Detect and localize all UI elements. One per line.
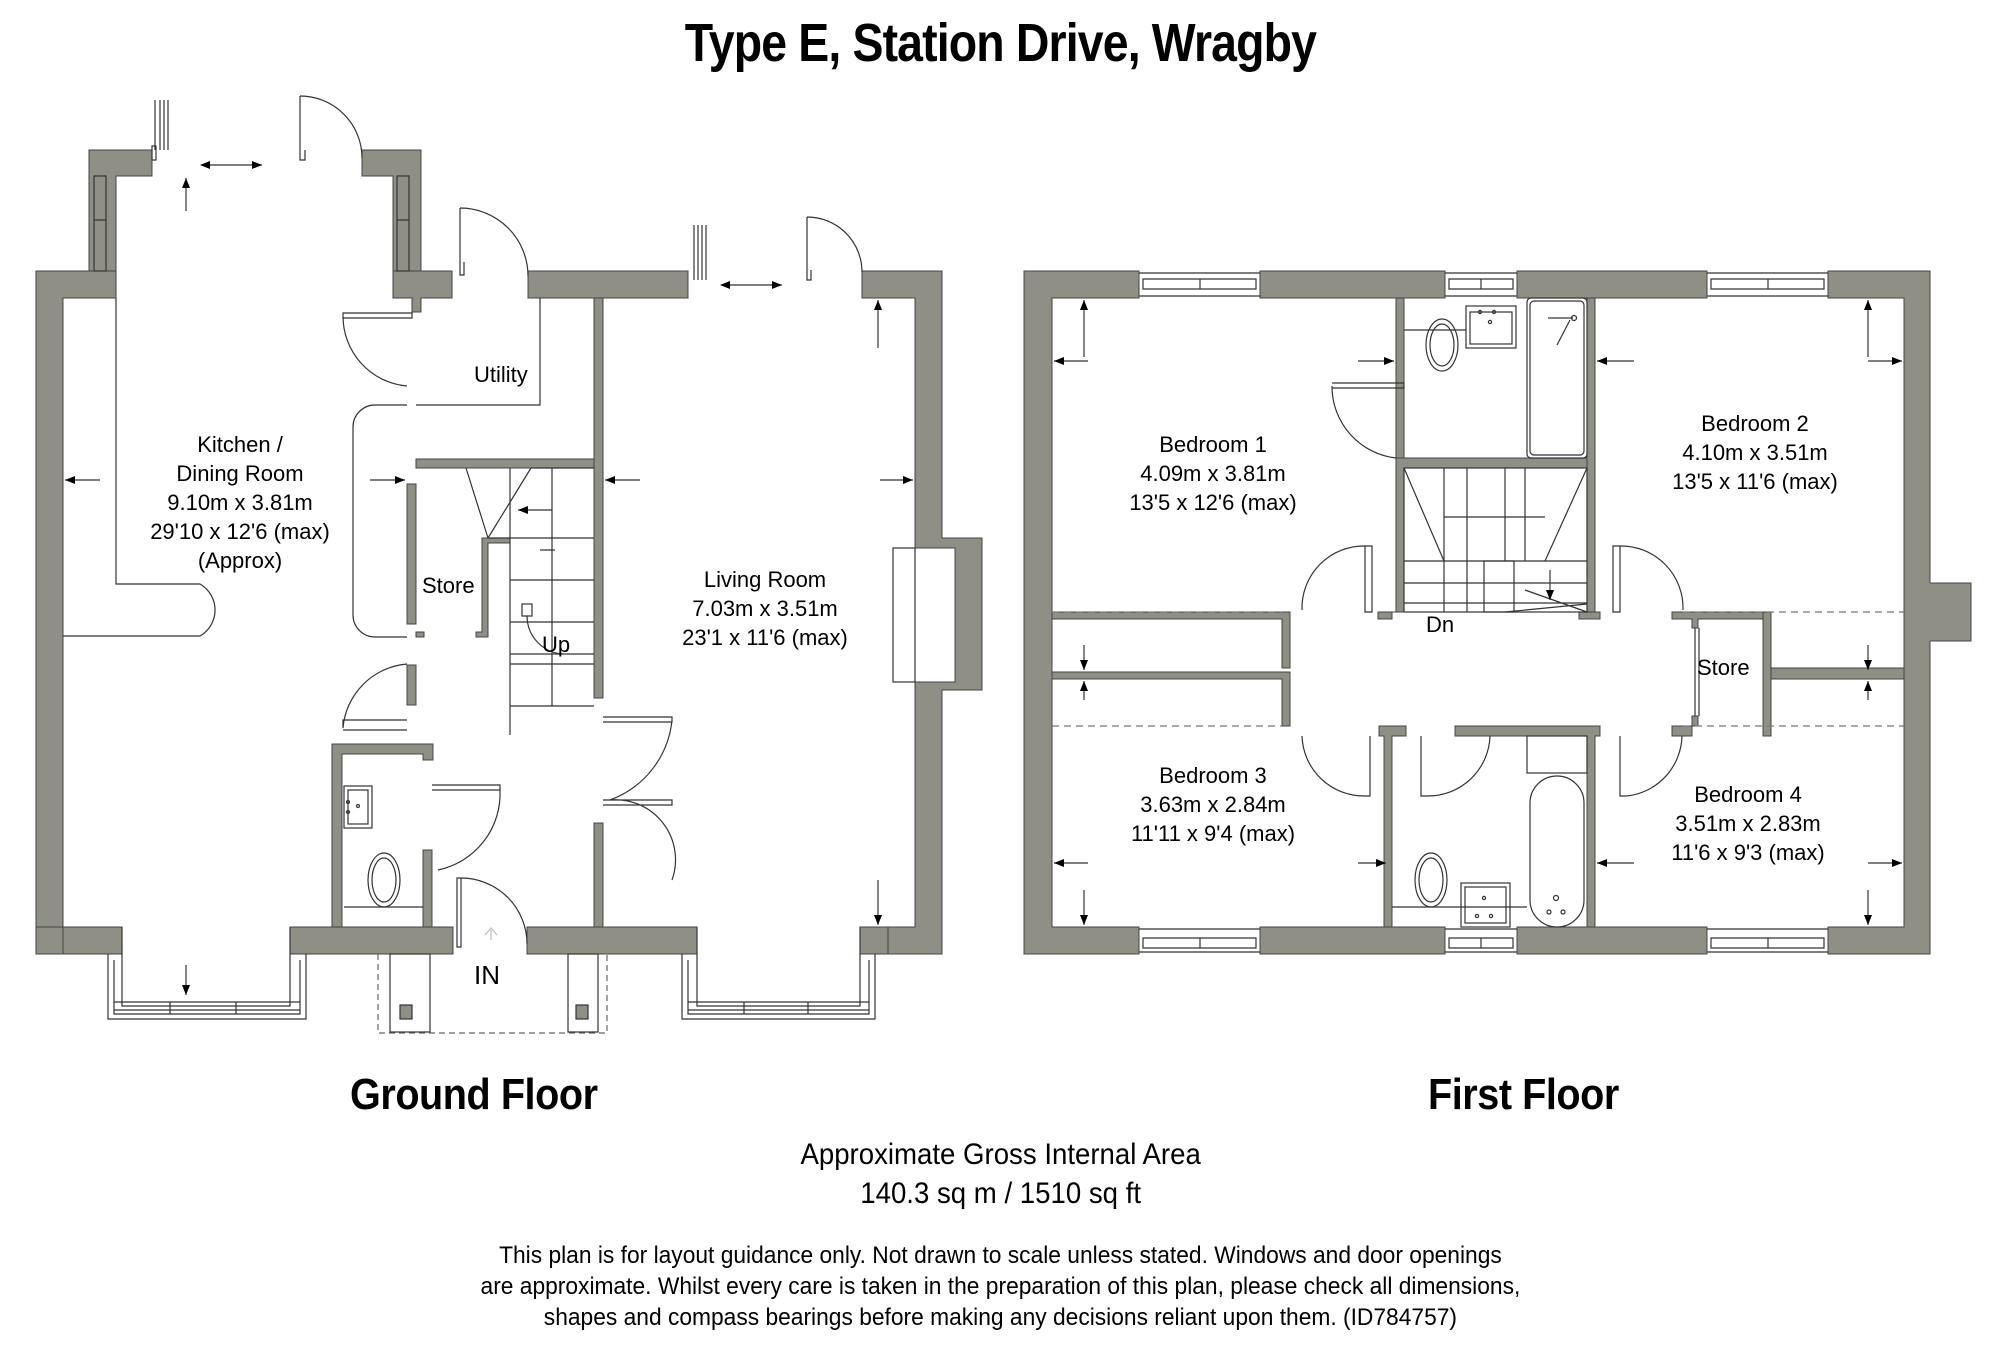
wall [406,664,417,706]
room-imperial-size: 11'6 x 9'3 (max) [1671,840,1825,865]
wall [1259,270,1446,299]
first-floor-lines [1052,272,1904,953]
wall [1516,270,1708,299]
entrance-label: IN [474,960,500,990]
room-metric-size: 4.09m x 3.81m [1140,461,1286,486]
room-imperial-size: 13'5 x 11'6 (max) [1672,469,1838,494]
wall [861,270,983,955]
wall [35,270,117,928]
wall [392,270,453,313]
room-metric-size: 9.10m x 3.81m [167,490,313,515]
wall [415,458,595,469]
gross-internal-area: Approximate Gross Internal Area 140.3 sq… [81,1135,1921,1213]
plan-title: Type E, Station Drive, Wragby [684,13,1317,73]
disclaimer-line: shapes and compass bearings before makin… [543,1304,1458,1331]
area-value: 140.3 sq m / 1510 sq ft [860,1177,1142,1210]
first-floor-heading: First Floor [1428,1070,1619,1119]
wall [35,926,64,955]
wall [406,483,417,625]
room-name: Bedroom 1 [1159,432,1267,457]
wall [289,926,454,955]
ground-floor-lines [63,95,916,1034]
room-name: Bedroom 3 [1159,763,1267,788]
disclaimer: This plan is for layout guidance only. N… [70,1240,1930,1333]
room-name: Bedroom 4 [1694,782,1802,807]
room-imperial-size: 13'5 x 12'6 (max) [1129,490,1297,515]
wall [1827,270,1972,955]
wall [593,297,604,699]
wall [859,926,889,955]
stairs-down-label: Dn [1426,612,1455,637]
wall [1762,611,1772,737]
wall [1051,671,1291,727]
utility-label: Utility [474,362,528,387]
room-name: Bedroom 2 [1701,411,1809,436]
wall [1671,611,1771,629]
stairs-up-label: Up [542,632,571,657]
wall [415,631,425,638]
room-metric-size: 4.10m x 3.51m [1682,440,1828,465]
wall [1770,667,1905,680]
disclaimer-line: This plan is for layout guidance only. N… [499,1242,1502,1269]
wall [1586,297,1596,617]
wall [1395,297,1405,459]
kitchen-dining-label: Kitchen / Dining Room 9.10m x 3.81m 29'1… [150,430,330,575]
bedroom-3-label: Bedroom 3 3.63m x 2.84m 11'11 x 9'4 (max… [1131,761,1295,848]
disclaimer-line: are approximate. Whilst every care is ta… [480,1273,1521,1300]
wall [1516,926,1708,955]
room-name: Kitchen / [197,432,283,457]
store-label: Store [422,573,475,598]
wall [422,849,433,928]
wall [1454,725,1601,928]
ground-floor-heading: Ground Floor [350,1070,598,1119]
wall [527,270,689,299]
wall [361,149,422,272]
wall [593,822,604,928]
bedroom-2-label: Bedroom 2 4.10m x 3.51m 13'5 x 11'6 (max… [1672,409,1838,496]
room-name-line2: Dining Room [176,461,304,486]
room-note: (Approx) [197,548,283,573]
wall [475,537,511,638]
room-imperial-size: 29'10 x 12'6 (max) [150,519,330,544]
area-heading: Approximate Gross Internal Area [800,1138,1201,1171]
bedroom-4-label: Bedroom 4 3.51m x 2.83m 11'6 x 9'3 (max) [1671,780,1825,867]
wall [1378,725,1407,928]
wall [1023,270,1140,955]
room-metric-size: 7.03m x 3.51m [692,596,838,621]
room-metric-size: 3.63m x 2.84m [1140,792,1286,817]
wall [331,743,434,928]
wall [1578,611,1601,620]
wall [1259,926,1446,955]
wall [88,149,153,272]
store-label-first: Store [1697,655,1750,680]
room-name: Living Room [703,567,827,592]
wall [526,926,698,955]
living-room-label: Living Room 7.03m x 3.51m 23'1 x 11'6 (m… [682,565,848,652]
bedroom-1-label: Bedroom 1 4.09m x 3.81m 13'5 x 12'6 (max… [1129,430,1296,517]
room-imperial-size: 11'11 x 9'4 (max) [1130,821,1296,846]
first-floor-plan [1023,270,1972,955]
wall [1051,611,1291,669]
room-metric-size: 3.51m x 2.83m [1675,811,1821,836]
ground-floor-plan [35,149,983,955]
room-imperial-size: 23'1 x 11'6 (max) [682,625,848,650]
